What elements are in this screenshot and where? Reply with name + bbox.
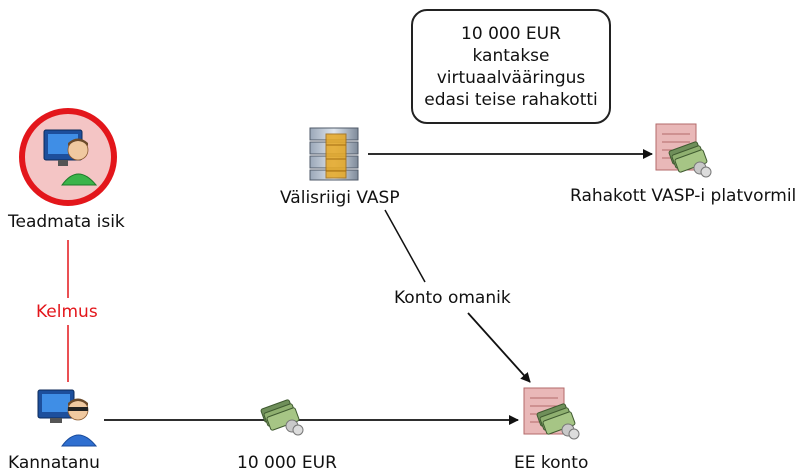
foreign-vasp-label: Välisriigi VASP [280,188,400,208]
ee-account-node [523,387,580,440]
callout-box: 10 000 EUR kantakse virtuaalvääringus ed… [411,9,611,124]
server-stack-icon [309,127,359,181]
unknown-person-label: Teadmata isik [8,212,125,232]
money-amount-label: 10 000 EUR [237,453,337,473]
person-at-computer-icon [37,389,98,447]
callout-line-4: edasi teise rahakotti [424,89,598,110]
victim-label: Kannatanu [8,453,100,473]
ee-account-label: EE konto [514,453,589,473]
callout-line-3: virtuaalvääringus [436,67,586,88]
account-ledger-icon [523,387,580,440]
callout-line-1: 10 000 EUR [461,23,561,44]
account-owner-edge-label: Konto omanik [394,288,511,308]
wallet-label: Rahakott VASP-i platvormil [570,186,797,206]
unknown-person-node [19,108,117,206]
account-owner-line-lower [467,312,531,383]
foreign-vasp-node [309,127,359,181]
account-ledger-icon [655,123,712,178]
person-at-computer-icon [43,129,98,186]
money-stack-icon [260,398,304,436]
fraud-edge-label: Kelmus [36,302,98,322]
victim-node [37,389,98,447]
wallet-node [655,123,712,178]
money-stack-node [260,398,304,436]
account-owner-line-upper [384,209,426,283]
callout-line-2: kantakse [472,45,550,66]
